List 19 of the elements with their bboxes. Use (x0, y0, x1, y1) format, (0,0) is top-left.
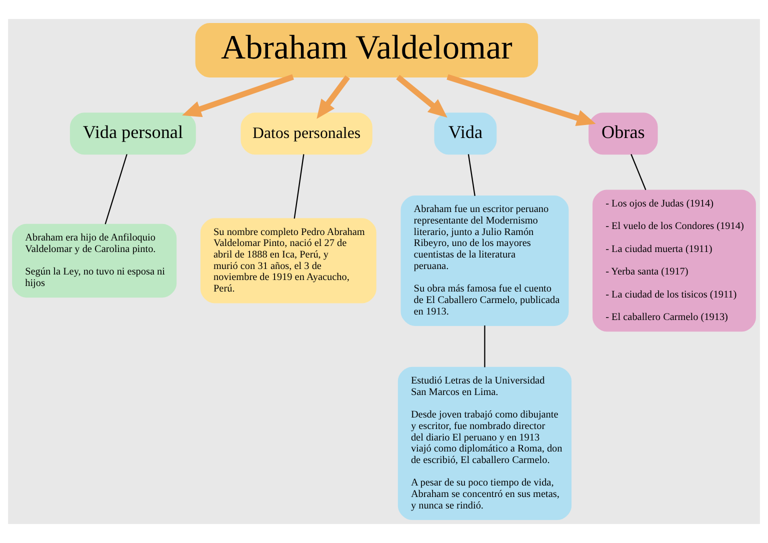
arrow (446, 74, 596, 126)
arrow (316, 75, 350, 119)
arrow (182, 74, 294, 118)
node-box: Datos personales (240, 112, 372, 155)
connector (104, 154, 128, 224)
connector (468, 154, 476, 196)
node-box: Abraham fue un escritor peruano representante del Modernismo literario, junto a Julio Ramón Ribeyro, uno de los mayores cuentistas de la literatura peruana. Su obra más famosa fue el cuento de El Caballero Carmelo, publicada en 1913. (400, 195, 569, 326)
node-box: - Los ojos de Judas (1914) - El vuelo de los Condores (1914) - La ciudad muerta (1911) - Yerba santa (1917) - La ciudad de los tisicos (1911) - El caballero Carmelo (1913) (592, 190, 756, 332)
node-box: Abraham Valdelomar (195, 22, 538, 78)
node-box: Vida (434, 112, 497, 155)
arrow (396, 74, 448, 118)
node-box: Estudió Letras de la Universidad San Marcos en Lima. Desde joven trabajó como dibujante y escritor, fue nombrado director del diario El peruano y en 1913 viajó como diplomático a Roma, don de escribió, El caballero Carmelo. A pesar de su poco tiempo de vida, Abraham se concentró en sus metas, y nunca se rindió. (398, 366, 572, 520)
connector (294, 154, 304, 219)
node-box: Obras (588, 112, 658, 155)
connector (630, 154, 646, 190)
node-box: Su nombre completo Pedro Abraham Valdelomar Pinto, nació el 27 de abril de 1888 en Ica, Perú, y murió con 31 años, el 3 de noviembre de 1919 en Ayacucho, Perú. (200, 218, 376, 304)
node-box: Abraham era hijo de Anfiloquio Valdelomar y de Carolina pinto. Según la Ley, no tuvo ni esposa ni hijos (12, 224, 177, 298)
node-box: Vida personal (70, 112, 196, 155)
connector (484, 325, 486, 368)
